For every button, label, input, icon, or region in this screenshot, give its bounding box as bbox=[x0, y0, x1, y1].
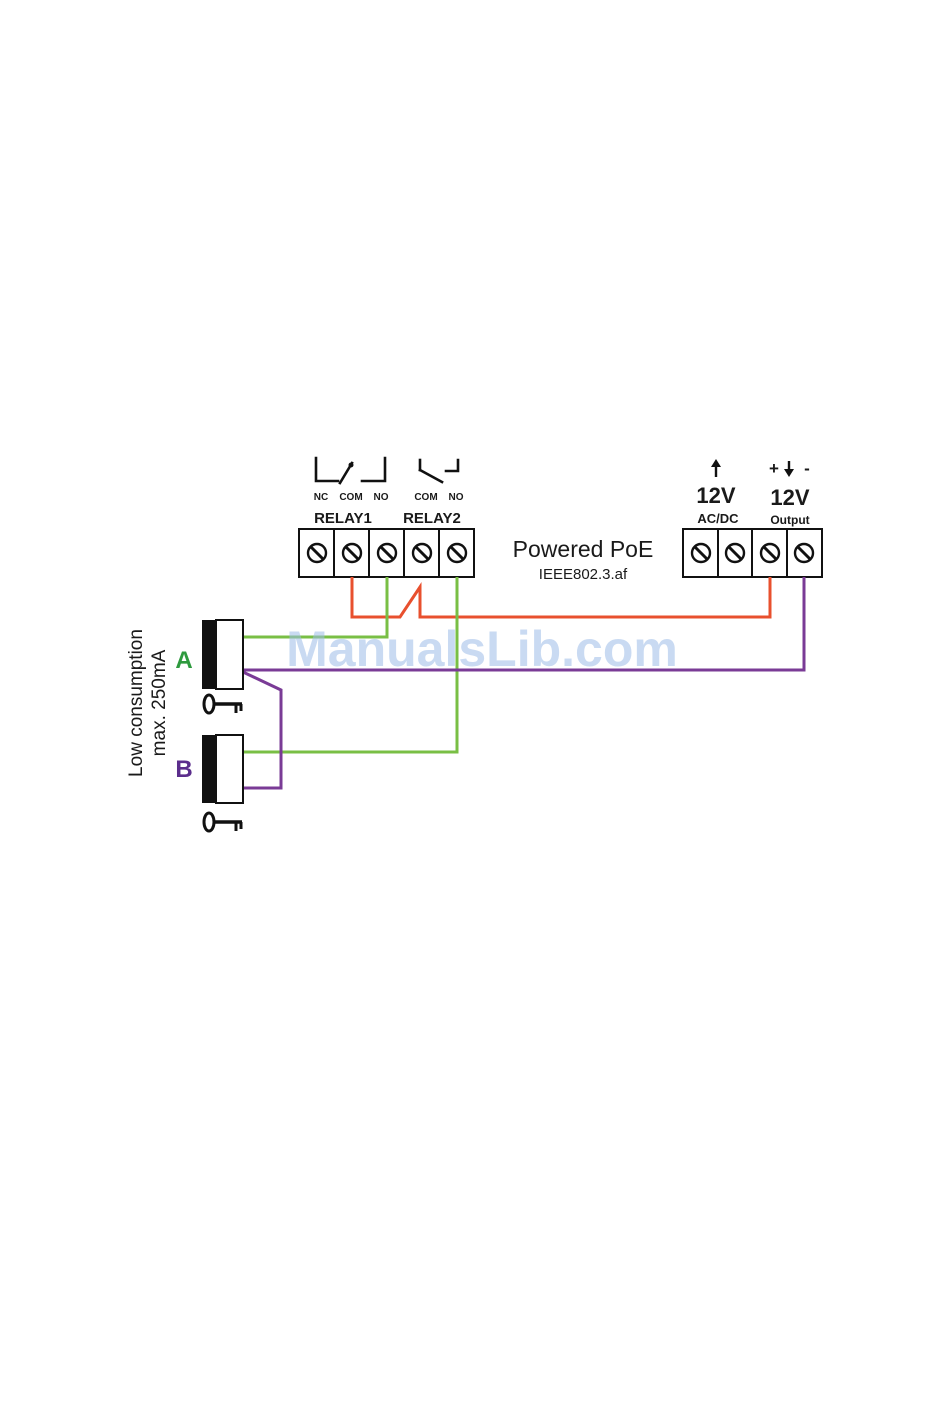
consumption-note: Low consumption max. 250mA bbox=[126, 629, 170, 777]
relay1-no-label: NO bbox=[374, 492, 389, 503]
red-wire bbox=[352, 577, 770, 617]
lock-a bbox=[202, 620, 243, 713]
relay1-label: RELAY1 bbox=[314, 510, 372, 527]
purple-wire bbox=[243, 577, 804, 788]
terminal-screw-icon bbox=[795, 544, 813, 562]
arrow-up-icon bbox=[711, 459, 721, 477]
relay2-contact-symbol bbox=[420, 460, 458, 482]
output-voltage-label: 12V bbox=[770, 485, 809, 510]
terminal-screw-icon bbox=[343, 544, 361, 562]
terminal-screw-icon bbox=[692, 544, 710, 562]
arrow-down-icon bbox=[784, 461, 794, 477]
input-type-label: AC/DC bbox=[697, 511, 739, 526]
output-minus-label: - bbox=[804, 459, 810, 478]
output-plus-label: + bbox=[769, 459, 779, 478]
key-icon bbox=[204, 813, 242, 831]
relay2-com-label: COM bbox=[414, 492, 437, 503]
relay-terminal-block bbox=[299, 529, 474, 577]
terminal-screw-icon bbox=[448, 544, 466, 562]
relay1-nc-label: NC bbox=[314, 492, 328, 503]
relay2-no-label: NO bbox=[449, 492, 464, 503]
terminal-screw-icon bbox=[413, 544, 431, 562]
relay1-contact-symbol bbox=[316, 458, 385, 483]
consumption-note-line2: max. 250mA bbox=[149, 649, 170, 756]
lock-b bbox=[202, 735, 243, 831]
lock-b-label: B bbox=[175, 756, 192, 783]
poe-standard: IEEE802.3.af bbox=[539, 566, 628, 583]
consumption-note-line1: Low consumption bbox=[126, 629, 147, 777]
poe-title: Powered PoE bbox=[513, 536, 654, 562]
power-terminal-block bbox=[683, 529, 822, 577]
relay2-label: RELAY2 bbox=[403, 510, 461, 527]
terminal-screw-icon bbox=[378, 544, 396, 562]
key-icon bbox=[204, 695, 242, 713]
lock-a-label: A bbox=[175, 647, 192, 674]
watermark: ManualsLib.com bbox=[286, 621, 678, 677]
input-voltage-label: 12V bbox=[696, 483, 735, 508]
terminal-screw-icon bbox=[308, 544, 326, 562]
relay1-com-label: COM bbox=[339, 492, 362, 503]
output-label: Output bbox=[770, 513, 809, 527]
terminal-screw-icon bbox=[761, 544, 779, 562]
terminal-screw-icon bbox=[726, 544, 744, 562]
